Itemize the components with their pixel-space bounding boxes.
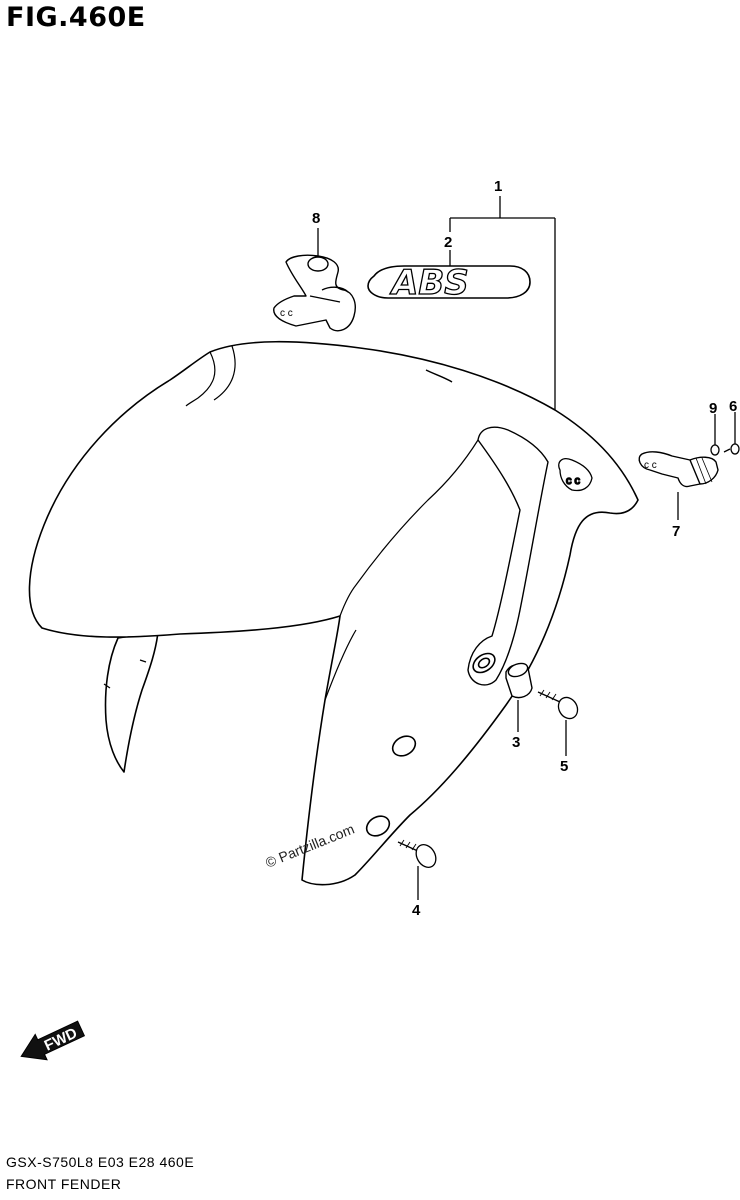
figure-title: FIG.460E bbox=[6, 2, 146, 33]
callout-7: 7 bbox=[672, 523, 680, 540]
section-name: FRONT FENDER bbox=[6, 1176, 122, 1192]
svg-text:c c: c c bbox=[644, 460, 657, 471]
callout-leaders bbox=[317, 196, 736, 900]
svg-text:c c: c c bbox=[280, 308, 293, 319]
screw-part-6 bbox=[723, 443, 740, 455]
forward-direction-arrow: FWD bbox=[20, 1020, 86, 1061]
nut-part-9 bbox=[710, 444, 720, 456]
callout-8: 8 bbox=[312, 210, 320, 227]
callout-1: 1 bbox=[494, 178, 502, 195]
bolt-part-5 bbox=[537, 689, 579, 720]
callout-6: 6 bbox=[729, 398, 737, 415]
model-code: GSX-S750L8 E03 E28 460E bbox=[6, 1154, 195, 1170]
callout-3: 3 bbox=[512, 734, 520, 751]
mounting-bracket: c c bbox=[638, 451, 719, 488]
bolt-part-4 bbox=[397, 839, 437, 868]
callout-4: 4 bbox=[412, 902, 421, 919]
front-fender: c c bbox=[28, 340, 639, 886]
fender-bracket: c c bbox=[273, 254, 356, 332]
emblem-text: ABS bbox=[389, 263, 469, 303]
svg-text:c c: c c bbox=[566, 475, 581, 487]
grommet-part-3 bbox=[505, 662, 533, 699]
callout-2: 2 bbox=[444, 234, 452, 251]
callout-9: 9 bbox=[709, 400, 717, 417]
abs-emblem: ABS bbox=[367, 262, 531, 304]
callout-labels: 1 2 3 4 5 6 7 8 9 bbox=[312, 178, 737, 919]
callout-5: 5 bbox=[560, 758, 568, 775]
